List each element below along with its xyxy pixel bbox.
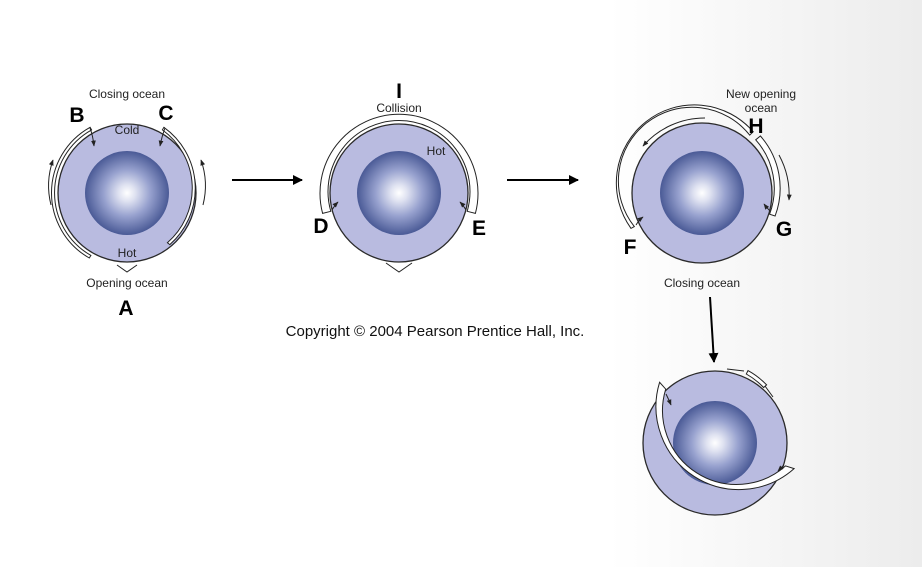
subduction-arrow-g <box>763 203 771 212</box>
continent-plate-small <box>745 369 768 389</box>
subduction-arrow-left <box>665 393 672 406</box>
motion-arrow-right <box>778 154 792 201</box>
earth-core <box>660 151 744 235</box>
continent-plate-right <box>754 135 781 217</box>
subduction-arrow-f <box>635 216 644 226</box>
continent-plate-left <box>51 126 93 259</box>
motion-arrow-right <box>200 159 206 206</box>
motion-arrow-left <box>642 117 706 147</box>
earth-core <box>357 151 441 235</box>
letter-f: F <box>624 236 637 259</box>
closing-ocean-label: Closing ocean <box>89 87 165 101</box>
continent-plate-left <box>615 104 754 230</box>
letter-d: D <box>313 215 328 238</box>
copyright-notice: Copyright © 2004 Pearson Prentice Hall, … <box>286 323 585 340</box>
stage-4-earth <box>642 368 796 516</box>
cold-label: Cold <box>115 123 140 137</box>
subduction-arrow-right <box>777 464 785 472</box>
hot-label: Hot <box>118 246 137 260</box>
surface-marks-2 <box>764 385 774 398</box>
letter-b: B <box>69 104 84 127</box>
hot-label: Hot <box>427 144 446 158</box>
collision-label: Collision <box>376 101 421 115</box>
new-opening-ocean-label-line1: New opening <box>726 87 796 101</box>
stage-1-earth <box>48 123 206 273</box>
surface-marks <box>726 368 745 372</box>
stage-3-earth <box>615 104 792 264</box>
letter-a: A <box>118 297 133 320</box>
rift-ridge <box>116 264 138 273</box>
new-opening-ocean-label-line2: ocean <box>745 101 778 115</box>
transition-arrow-3 <box>708 296 719 363</box>
supercontinent-plate <box>319 113 479 215</box>
opening-ocean-label: Opening ocean <box>86 276 167 290</box>
continent-plate-right <box>161 126 196 246</box>
subduction-arrow-b <box>89 127 96 147</box>
subduction-arrow-d <box>331 201 339 211</box>
earth-core <box>673 401 757 485</box>
letter-h: H <box>748 115 763 138</box>
letter-i: I <box>396 80 402 103</box>
closing-ocean-label: Closing ocean <box>664 276 740 290</box>
letter-e: E <box>472 217 486 240</box>
letter-c: C <box>158 102 173 125</box>
subduction-arrow-c <box>158 127 166 147</box>
motion-arrow-left <box>48 159 54 206</box>
subduction-arrow-e <box>459 201 467 211</box>
ridge-bottom <box>385 262 413 273</box>
continent-plate-large <box>655 381 796 491</box>
stage-2-earth <box>319 113 479 273</box>
letter-g: G <box>776 218 792 241</box>
earth-core <box>85 151 169 235</box>
